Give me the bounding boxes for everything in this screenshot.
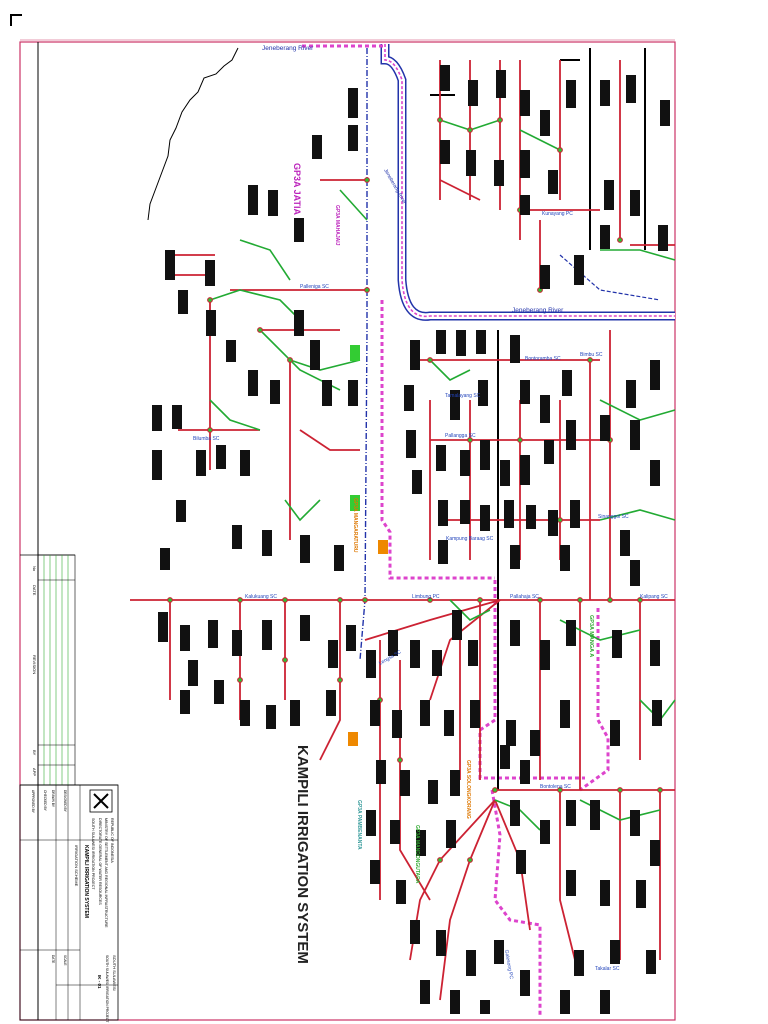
gp3a-boundaries bbox=[302, 44, 610, 1015]
river-label-middle: Jeneberang River bbox=[512, 307, 564, 314]
road-lines bbox=[430, 48, 646, 790]
channel-label-kampung-baraag: Kampung Baraag SC bbox=[446, 536, 494, 542]
drawing-frame bbox=[19, 41, 676, 1021]
title-block: REPUBLIC OF INDONESIA MINISTRY OF SETTLE… bbox=[19, 784, 119, 1022]
channel-label-galesong: Galesong PC bbox=[503, 949, 514, 980]
revision-header-by: BY bbox=[32, 750, 37, 756]
directorate-text: DIRECTORATE GENERAL OF WATER RESOURCES bbox=[98, 818, 102, 905]
revision-header-date: DATE bbox=[32, 585, 37, 596]
channel-label-bimbu: Bimbu SC bbox=[580, 352, 603, 358]
channel-label-pallangga: Pallangga SC bbox=[445, 433, 476, 439]
gp3a-label-mangaraturu: GP3A MANGARATURU bbox=[352, 498, 358, 553]
sheet-type-text: IRRIGATION SCHEME bbox=[74, 845, 79, 887]
revision-header-app: APP bbox=[32, 768, 37, 776]
gp3a-label-pambenanta: GP3A PAMBENANTA bbox=[356, 800, 362, 850]
channel-label-sinanggoi: Sinanggoi SC bbox=[598, 514, 629, 520]
blue-drain bbox=[559, 254, 661, 301]
row-date: DATE bbox=[51, 955, 55, 963]
drawing-name-text: KAMPILI IRRIGATION SYSTEM bbox=[83, 845, 89, 918]
channel-label-pallahaja: Pallahaja SC bbox=[510, 594, 539, 600]
channel-label-kunayang: Kunayang PC bbox=[542, 211, 573, 217]
channel-label-kalipang: Kalipang SC bbox=[640, 594, 668, 600]
canal-network bbox=[130, 60, 675, 1001]
crop-corner-mark bbox=[10, 14, 22, 26]
title-strip: No DATE REVISION BY APP REPUBLIC OF INDO… bbox=[19, 42, 119, 1022]
project-name-text: SOUTH SULAWESI IRRIGATION PROJECT bbox=[105, 955, 109, 1022]
revision-header-no: No bbox=[32, 566, 37, 572]
row-scale: SCALE bbox=[63, 955, 67, 965]
revision-header-revision: REVISION bbox=[32, 655, 37, 674]
province-text: SOUTH SULAWESI bbox=[112, 955, 117, 991]
channel-label-limbung: Limbung PC bbox=[412, 594, 440, 600]
area-tables bbox=[152, 65, 670, 1014]
channel-labels: Palleniga SC Bilumba SC Kalukuang SC Lim… bbox=[193, 211, 668, 980]
row-checked: CHECKED BY bbox=[43, 790, 47, 812]
ministry-text: MINISTRY OF SETTLEMENT AND REGIONAL INFR… bbox=[104, 818, 108, 928]
structure-nodes bbox=[167, 117, 663, 863]
terrain-contour bbox=[147, 47, 239, 221]
channel-label-takalar: Takalar SC bbox=[595, 966, 620, 972]
gp3a-label-solongkorang: GP3A SOLONGKORANG bbox=[465, 760, 471, 819]
sheet-number-text: IK - 01 bbox=[97, 975, 102, 989]
revision-block: No DATE REVISION BY APP bbox=[32, 554, 76, 786]
row-approved: APPROVED BY bbox=[31, 790, 35, 814]
jeneberang-river bbox=[380, 44, 675, 321]
channel-label-palleniga: Palleniga SC bbox=[300, 284, 329, 290]
gp3a-label-mahajaij: GP3A MAHAJAIJ bbox=[334, 205, 340, 246]
drawing-title: KAMPILI IRRIGATION SYSTEM bbox=[294, 745, 311, 964]
river-label-top: Jeneberang River bbox=[262, 45, 314, 52]
channel-label-bontolena: Bontolena SC bbox=[540, 784, 571, 790]
primary-canal bbox=[359, 48, 368, 661]
gp3a-label-jatia: GP3A JATIA bbox=[292, 163, 302, 216]
channel-label-kalukuang: Kalukuang SC bbox=[245, 594, 277, 600]
gp3a-label-mandongutara: GP3A MANDONGUTARA bbox=[414, 825, 420, 884]
accent-tables bbox=[350, 345, 360, 511]
orange-tables bbox=[348, 540, 388, 746]
channel-label-tamalayang: Tamalayang SC bbox=[445, 393, 481, 399]
gp3a-label-manga-a: GP3A MANGA A bbox=[588, 615, 594, 657]
project-text: SOUTH SULAWESI IRRIGATION PROJECT bbox=[91, 818, 95, 890]
channel-label-bilumba: Bilumba SC bbox=[193, 436, 220, 442]
owner-text: REPUBLIC OF INDONESIA bbox=[110, 818, 114, 863]
row-drawn: DRAWN BY bbox=[51, 790, 55, 808]
row-designed: DESIGNED BY bbox=[63, 790, 67, 813]
channel-label-bontoramba: Bontoramba SC bbox=[525, 356, 561, 362]
